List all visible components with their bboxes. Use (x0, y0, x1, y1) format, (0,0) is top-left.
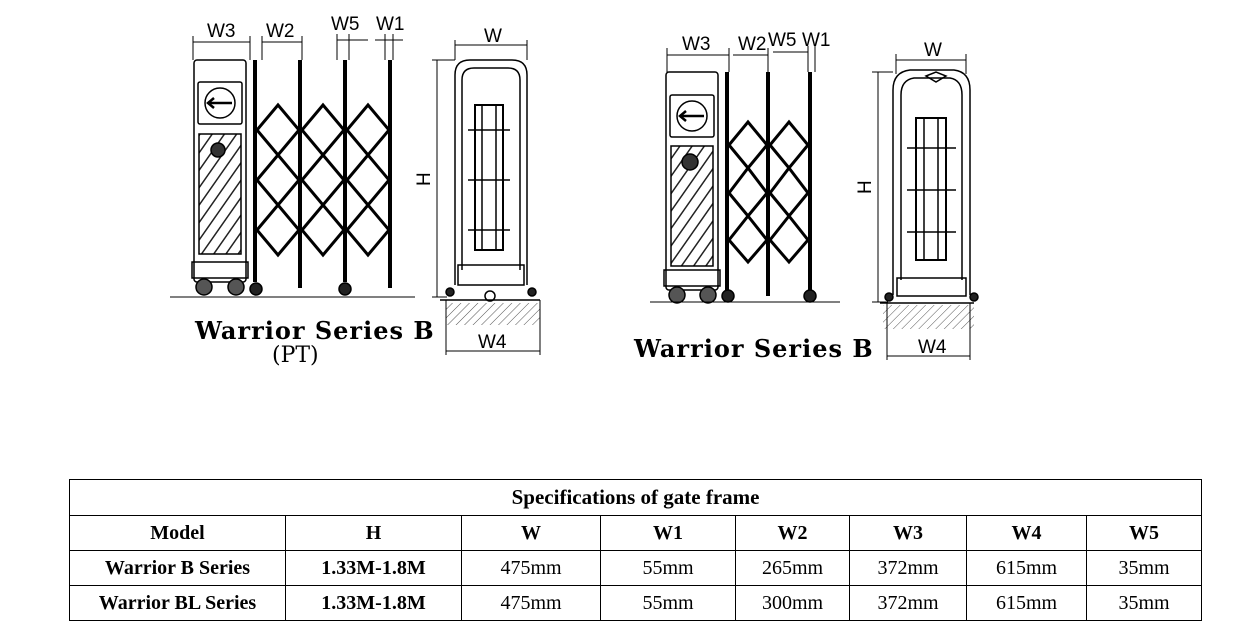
cell-w1: 55mm (600, 585, 736, 621)
cell-w2: 265mm (735, 550, 850, 586)
cell-w: 475mm (461, 585, 601, 621)
diagram-caption: Warrior Series B (194, 316, 435, 345)
label-w2: W2 (266, 21, 295, 42)
cell-w1: 55mm (600, 550, 736, 586)
label-h: H (414, 172, 435, 186)
diagram-series-b-pt (170, 34, 541, 355)
table-title: Specifications of gate frame (68, 479, 1203, 516)
header-w: W (461, 515, 601, 551)
top-dimensions-2 (666, 46, 816, 72)
cell-w4: 615mm (966, 585, 1087, 621)
table-header-row: Model H W W1 W2 W3 W4 W5 (69, 515, 1203, 551)
header-w4: W4 (966, 515, 1087, 551)
header-w5: W5 (1085, 515, 1203, 551)
diagram-series-b (650, 46, 979, 360)
label-w5: W5 (768, 30, 797, 51)
cell-w3: 372mm (849, 585, 967, 621)
diagram-1-labels: W3 W2 W5 W1 W H W4 Warrior Series B (PT) (194, 14, 507, 368)
diagram-2-labels: W3 W2 W5 W1 W H W4 Warrior Series B (633, 30, 947, 363)
cell-w5: 35mm (1085, 550, 1203, 586)
header-w3: W3 (849, 515, 967, 551)
cell-model: Warrior BL Series (69, 585, 286, 621)
table-title-row: Specifications of gate frame (68, 479, 1203, 516)
header-w2: W2 (735, 515, 850, 551)
table-row: Warrior BL Series 1.33M-1.8M 475mm 55mm … (69, 585, 1203, 621)
header-model: Model (69, 515, 286, 551)
label-w1: W1 (376, 14, 405, 35)
cell-w: 475mm (461, 550, 601, 586)
header-h: H (285, 515, 462, 551)
cell-w5: 35mm (1085, 585, 1203, 621)
label-h: H (855, 180, 876, 194)
cell-w3: 372mm (849, 550, 967, 586)
label-w3: W3 (207, 21, 236, 42)
label-w1: W1 (802, 30, 831, 51)
scissor-lattice (255, 102, 391, 258)
cell-h: 1.33M-1.8M (285, 550, 462, 586)
top-dimensions (192, 34, 403, 60)
cell-h: 1.33M-1.8M (285, 585, 462, 621)
cell-model: Warrior B Series (69, 550, 286, 586)
diagram-subcaption: (PT) (272, 343, 319, 368)
label-w4: W4 (478, 332, 507, 353)
label-w2: W2 (738, 34, 767, 55)
header-w1: W1 (600, 515, 736, 551)
spec-table: Specifications of gate frame Model H W W… (68, 479, 1203, 621)
label-w4: W4 (918, 337, 947, 358)
label-w5: W5 (331, 14, 360, 35)
diagram-caption: Warrior Series B (633, 334, 874, 363)
scissor-lattice-2 (727, 119, 810, 265)
cell-w2: 300mm (735, 585, 850, 621)
cell-w4: 615mm (966, 550, 1087, 586)
label-w3: W3 (682, 34, 711, 55)
table-row: Warrior B Series 1.33M-1.8M 475mm 55mm 2… (69, 550, 1203, 586)
label-w: W (924, 40, 942, 61)
label-w: W (484, 26, 502, 47)
